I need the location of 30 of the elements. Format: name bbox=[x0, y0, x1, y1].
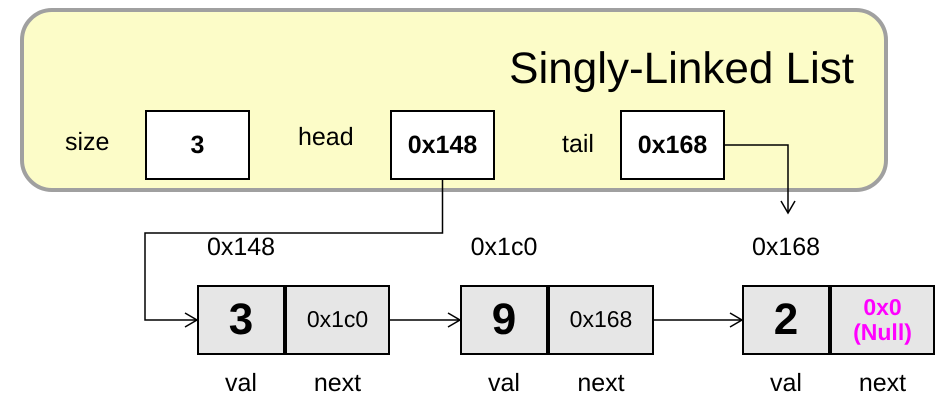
field-caption: next bbox=[576, 369, 626, 398]
pointer-field bbox=[145, 110, 250, 180]
node-label: 0x148 bbox=[408, 130, 478, 160]
field-label: head bbox=[298, 123, 354, 152]
field-label: tail bbox=[562, 130, 594, 159]
list-panel bbox=[20, 8, 888, 192]
node-label: 2 bbox=[774, 296, 798, 344]
arrow bbox=[654, 312, 743, 328]
address-label: 0x1c0 bbox=[470, 233, 538, 262]
node-label: 0x168 bbox=[570, 307, 632, 333]
field-caption: val bbox=[224, 369, 258, 398]
address-label: 0x168 bbox=[750, 233, 822, 262]
node-label: 0x1c0 bbox=[306, 307, 368, 333]
field-caption: next bbox=[312, 369, 362, 398]
field-caption: next bbox=[858, 369, 908, 398]
address-label: 0x148 bbox=[206, 233, 276, 262]
node-label: 3 bbox=[228, 296, 254, 344]
field-label: size bbox=[65, 128, 110, 157]
field-caption: val bbox=[487, 369, 521, 398]
arrow bbox=[725, 144, 796, 214]
panel-title: Singly-Linked List bbox=[509, 44, 854, 94]
node-label: 0x0 (Null) bbox=[852, 294, 913, 346]
field-caption: val bbox=[769, 369, 803, 398]
node-label: 0x168 bbox=[638, 130, 708, 160]
arrow bbox=[144, 180, 444, 328]
node-label: 9 bbox=[492, 296, 516, 344]
node-label: 3 bbox=[190, 130, 204, 160]
pointer-field bbox=[390, 110, 495, 180]
arrow bbox=[390, 312, 461, 328]
pointer-field bbox=[620, 110, 725, 180]
